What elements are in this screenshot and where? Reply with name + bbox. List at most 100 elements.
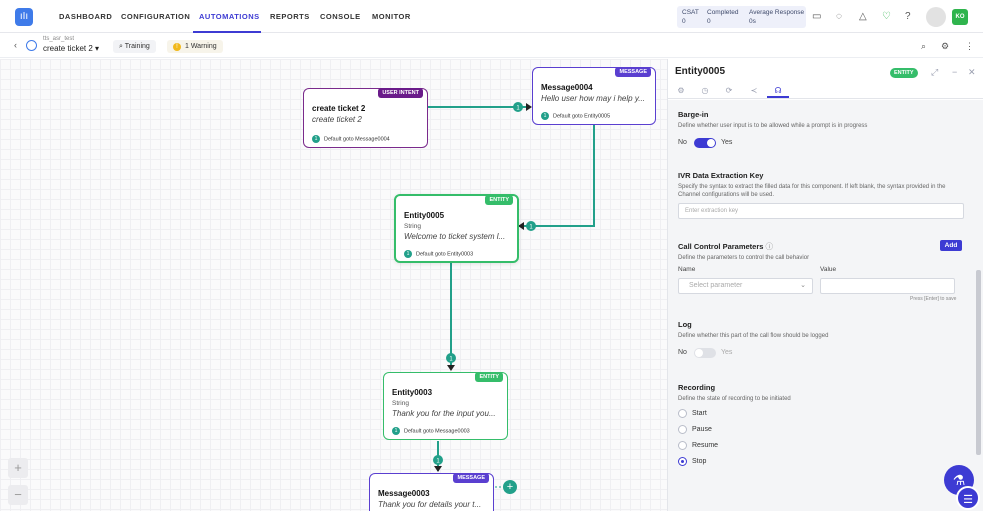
node-user-intent[interactable]: USER INTENT create ticket 2 create ticke… (303, 88, 428, 148)
node-entity0003[interactable]: ENTITY Entity0003 String Thank you for t… (383, 372, 508, 440)
chat-icon[interactable]: ◌ (836, 11, 842, 22)
app-logo-icon[interactable]: ıIı (15, 8, 33, 26)
node-subtitle: String (404, 223, 421, 230)
more-options-icon[interactable]: ⋮ (965, 41, 974, 51)
barge-in-toggle[interactable] (694, 138, 716, 148)
arrowhead-message0004 (526, 103, 532, 111)
node-title: Entity0005 (404, 211, 445, 220)
recording-start-label: Start (692, 410, 707, 417)
recording-resume-label: Resume (692, 442, 719, 449)
node-tag: USER INTENT (378, 88, 423, 98)
nav-dashboard[interactable]: DASHBOARD (59, 12, 113, 21)
recording-start-radio[interactable] (678, 409, 687, 418)
search-icon[interactable]: ⌕ (921, 41, 927, 51)
expand-icon[interactable]: ⤢ (931, 67, 939, 77)
zoom-out-button[interactable]: − (8, 485, 28, 505)
nav-console[interactable]: CONSOLE (320, 12, 361, 21)
info-icon: ⓘ (765, 242, 774, 251)
bell-icon[interactable]: △ (859, 11, 867, 22)
arrowhead-entity0003 (447, 365, 455, 371)
recording-pause-radio[interactable] (678, 425, 687, 434)
panel-title: Entity0005 (675, 66, 726, 77)
tab-voice-icon[interactable]: ☊ (767, 84, 789, 98)
log-desc: Define whether this part of the call flo… (678, 333, 829, 339)
flow-canvas[interactable]: 1 1 1 1 USER INTENT create ticket 2 crea… (0, 59, 667, 511)
call-control-desc: Define the parameters to control the cal… (678, 255, 810, 261)
node-message: Welcome to ticket system l... (404, 232, 506, 241)
tab-share-icon[interactable]: ≺ (750, 86, 758, 95)
chat-support-icon[interactable]: ☰ (956, 486, 980, 510)
tab-flow-icon[interactable]: ⟳ (725, 86, 733, 95)
ivr-key-title: IVR Data Extraction Key (678, 171, 764, 180)
edge-badge-4 (433, 455, 443, 465)
panel-tabs: ⚙ ◷ ⟳ ≺ ☊ (668, 83, 983, 99)
avatar[interactable] (926, 7, 946, 27)
add-parameter-button[interactable]: Add (940, 240, 962, 251)
back-chevron-icon[interactable]: ‹ (14, 40, 17, 50)
nav-automations[interactable]: AUTOMATIONS (199, 12, 260, 21)
node-message: create ticket 2 (312, 115, 362, 124)
edge-badge-1 (513, 102, 523, 112)
log-title: Log (678, 320, 692, 329)
help-icon[interactable]: ? (905, 11, 911, 22)
panel-body[interactable]: Barge-in Define whether user input is to… (668, 100, 983, 511)
zoom-in-button[interactable]: + (8, 458, 28, 478)
training-button[interactable]: ⌕ Training (113, 40, 156, 53)
breadcrumb-parent[interactable]: tts_asr_test (43, 36, 75, 42)
recording-resume-radio[interactable] (678, 441, 687, 450)
close-icon[interactable]: ✕ (968, 67, 976, 77)
node-message: Thank you for the input you... (392, 409, 496, 418)
recording-stop-radio[interactable] (678, 457, 687, 466)
node-title: Entity0003 (392, 388, 433, 397)
edge-badge-2-label: 1 (529, 225, 533, 231)
tab-timer-icon[interactable]: ◷ (701, 86, 709, 95)
node-tag: MESSAGE (615, 67, 651, 77)
log-no-label: No (678, 349, 687, 356)
name-column-label: Name (678, 266, 696, 273)
arrowhead-message0003 (434, 466, 442, 472)
chevron-down-icon: ⌄ (800, 282, 806, 289)
nav-configuration[interactable]: CONFIGURATION (121, 12, 191, 21)
node-message0003[interactable]: MESSAGE Message0003 Thank you for detail… (369, 473, 494, 511)
parameter-value-input[interactable] (820, 278, 955, 294)
warning-button[interactable]: !1 Warning (167, 40, 223, 53)
tab-settings-icon[interactable]: ⚙ (677, 86, 685, 95)
ivr-key-desc: Specify the syntax to extract the filled… (678, 184, 946, 198)
node-tag: ENTITY (485, 195, 513, 205)
top-navigation-bar: ıIı DASHBOARD CONFIGURATION AUTOMATIONS … (0, 0, 983, 33)
settings-icon[interactable]: ⚙ (941, 41, 950, 51)
add-node-plus-icon[interactable]: + (503, 480, 517, 494)
warning-icon: ! (173, 43, 181, 51)
parameter-select[interactable]: Select parameter⌄ (678, 278, 813, 294)
edge-badge-3-label: 1 (449, 357, 453, 363)
flow-name-dropdown[interactable]: create ticket 2 ▾ (43, 44, 100, 53)
nav-reports[interactable]: REPORTS (270, 12, 310, 21)
properties-panel: Entity0005 ENTITY ⤢ − ✕ ⚙ ◷ ⟳ ≺ ☊ Barge-… (667, 59, 983, 511)
flow-header-bar: ‹ tts_asr_test create ticket 2 ▾ ⌕ Train… (0, 34, 983, 58)
edge-message0004-to-entity0005 (519, 125, 595, 227)
user-initials-badge[interactable]: KO (952, 9, 968, 25)
heart-status-icon[interactable]: ♡ (882, 11, 891, 22)
node-message0004[interactable]: MESSAGE Message0004 Hello user how may i… (532, 67, 656, 125)
edge-badge-4-label: 1 (436, 459, 440, 465)
edge-badge-2 (526, 221, 536, 231)
node-message: Hello user how may i help y... (541, 94, 645, 103)
log-toggle[interactable] (694, 348, 716, 358)
node-entity0005[interactable]: ENTITY Entity0005 String Welcome to tick… (394, 194, 519, 263)
node-tag: MESSAGE (453, 473, 489, 483)
recording-desc: Define the state of recording to be init… (678, 396, 791, 402)
nav-monitor[interactable]: MONITOR (372, 12, 411, 21)
barge-in-title: Barge-in (678, 110, 709, 119)
recording-title: Recording (678, 383, 716, 392)
monitor-icon[interactable]: ▭ (812, 11, 822, 22)
minimize-icon[interactable]: − (952, 67, 958, 77)
panel-scrollbar[interactable] (976, 270, 981, 455)
node-title: Message0003 (378, 489, 430, 498)
extraction-key-input[interactable]: Enter extraction key (678, 203, 964, 219)
barge-in-yes-label: Yes (721, 139, 733, 146)
